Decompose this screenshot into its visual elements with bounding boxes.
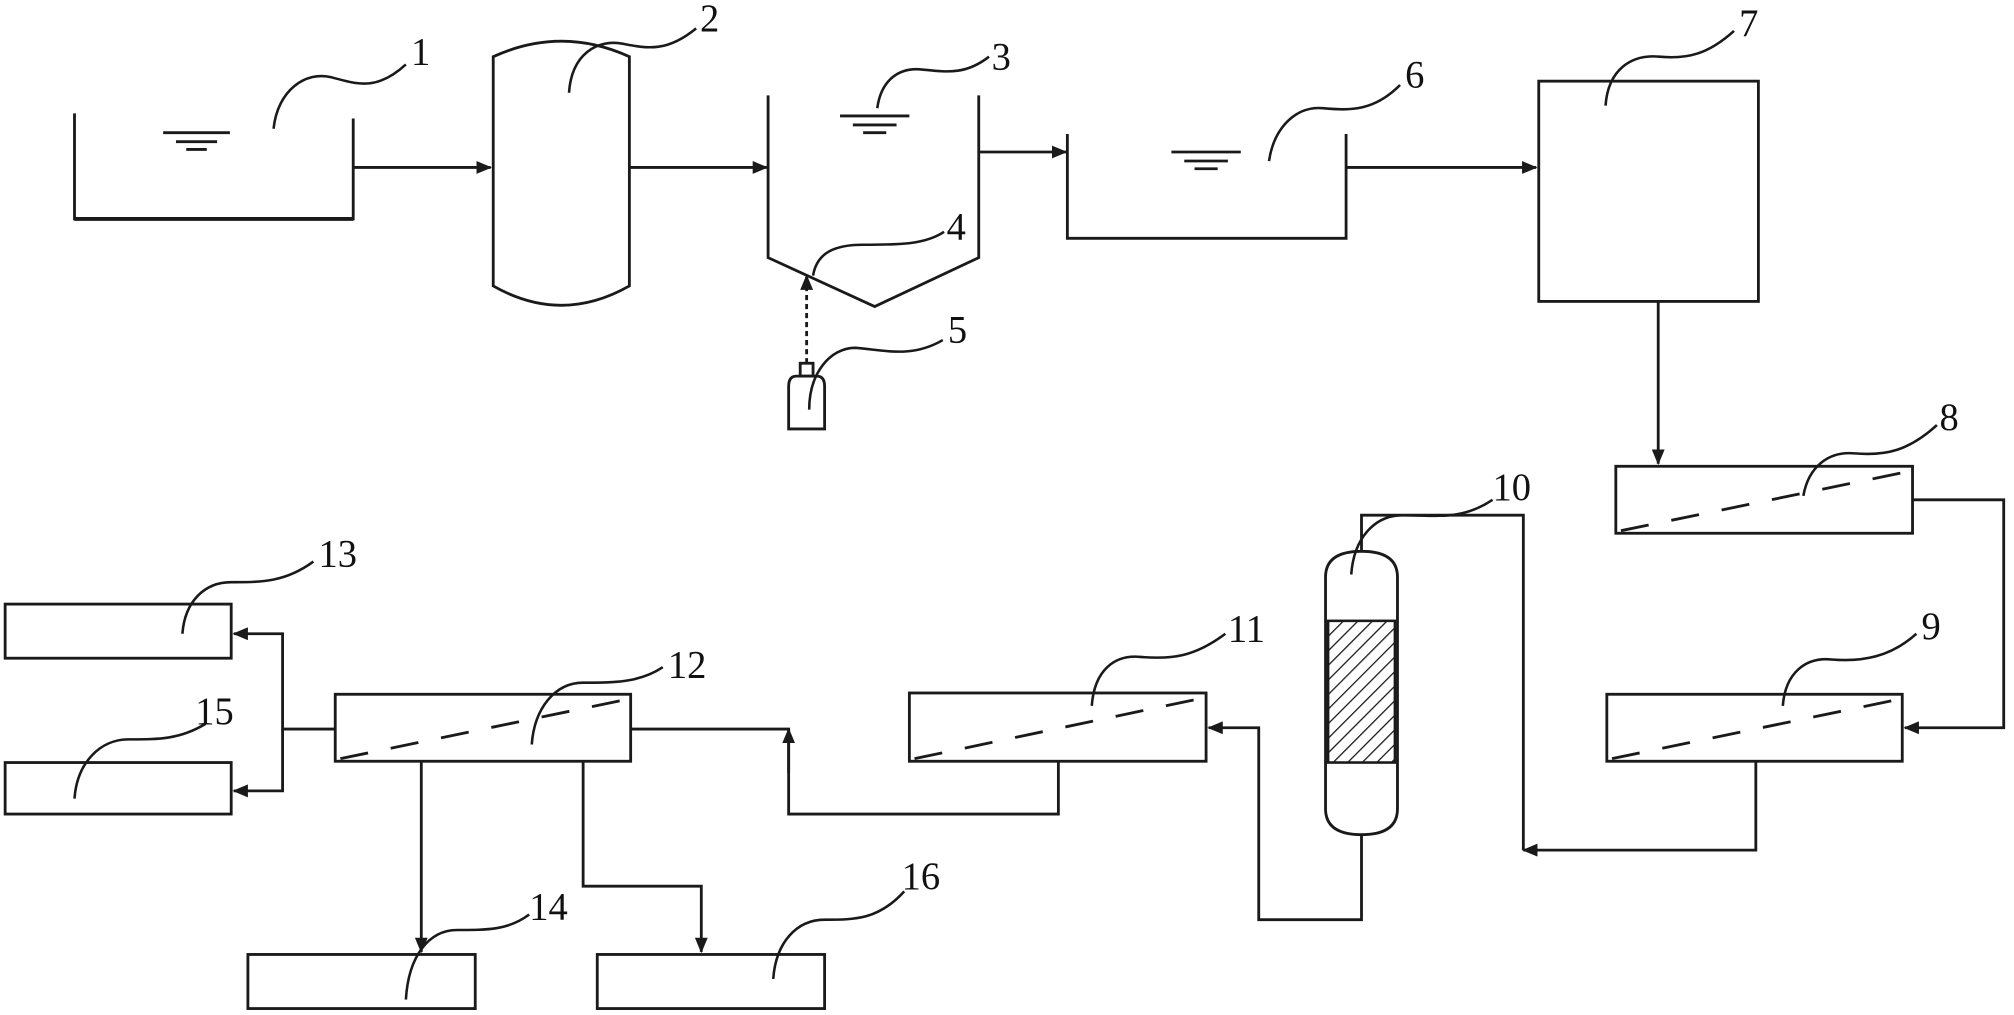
leader-5 (807, 338, 944, 410)
leader-16 (771, 890, 906, 980)
water-level-icon (1171, 150, 1241, 171)
leader-1 (272, 63, 407, 129)
label-7: 7 (1739, 3, 1758, 45)
label-8: 8 (1940, 397, 1959, 439)
unit-8-tube (1614, 464, 1914, 535)
leader-6 (1267, 84, 1401, 162)
label-6: 6 (1405, 55, 1424, 97)
flow-column-overhead (1360, 513, 1525, 851)
label-11: 11 (1228, 608, 1265, 650)
unit-7-box (1537, 79, 1760, 303)
label-13: 13 (319, 534, 358, 576)
water-level-icon (163, 131, 230, 151)
label-1: 1 (411, 31, 430, 73)
unit-12-tube (333, 692, 633, 763)
unit-13-box (3, 602, 233, 660)
unit-11-tube (907, 691, 1208, 763)
leader-13 (181, 560, 315, 634)
unit-2-vessel (491, 39, 631, 307)
leader-7 (1604, 29, 1735, 106)
label-15: 15 (195, 691, 234, 733)
flow-12-to-15 (232, 729, 284, 798)
leader-12 (530, 666, 664, 745)
label-3: 3 (992, 37, 1011, 79)
label-4: 4 (947, 207, 966, 249)
unit-14-box (246, 953, 477, 1010)
leader-15 (73, 722, 207, 799)
unit-3-settling-tank (766, 95, 981, 309)
label-2: 2 (700, 0, 719, 40)
leader-11 (1090, 632, 1227, 706)
label-10: 10 (1493, 467, 1532, 509)
flow-10-to-11 (1207, 721, 1363, 922)
unit-10-packed-column (1324, 549, 1399, 837)
flow-12-to-16 (581, 761, 708, 954)
water-level-icon (840, 114, 910, 135)
label-12: 12 (668, 644, 707, 686)
leader-4 (811, 230, 945, 276)
flow-9-to-column (1522, 761, 1758, 857)
leader-2 (567, 27, 697, 93)
unit-6-tank (1065, 133, 1348, 240)
leader-10 (1349, 498, 1494, 575)
flow-11-to-12 (630, 727, 1060, 816)
unit-16-box (595, 953, 827, 1010)
unit-1-tank (73, 113, 355, 221)
leader-14 (404, 913, 530, 1000)
label-14: 14 (529, 887, 568, 929)
unit-9-tube (1605, 692, 1904, 763)
leader-3 (875, 55, 990, 109)
unit-5-gas-bottle (787, 361, 827, 431)
label-16: 16 (902, 856, 941, 898)
leader-8 (1802, 424, 1938, 497)
unit-15-box (3, 761, 233, 816)
label-9: 9 (1922, 606, 1941, 648)
label-5: 5 (948, 310, 967, 352)
leader-9 (1781, 632, 1918, 706)
flow-12-to-13-15 (232, 627, 336, 731)
flow-8-to-9 (1903, 498, 2006, 735)
